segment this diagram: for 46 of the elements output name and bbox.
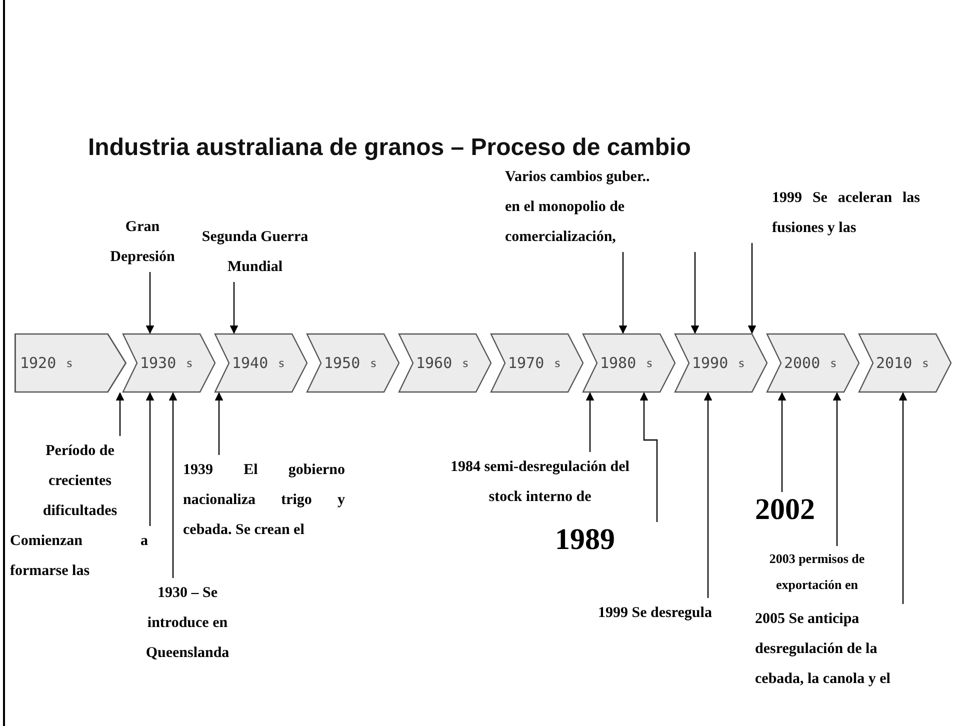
timeline-segment [674,333,768,393]
decade-suffix: s [278,356,285,370]
arrow [146,392,154,526]
timeline-segment [858,333,952,393]
timeline-segment [490,333,584,393]
decade-suffix: s [922,356,929,370]
arrow [230,282,238,334]
arrow [168,392,178,578]
timeline-segment [582,333,676,393]
decade-suffix: s [830,356,837,370]
decade-suffix: s [462,356,469,370]
arrow [832,392,842,546]
decade-suffix: s [370,356,377,370]
arrow [704,392,712,598]
decade-suffix: s [186,356,193,370]
decade-label: 2000 [784,354,820,372]
decade-label: 1920 [20,354,56,372]
arrow [690,252,700,334]
arrow [640,392,658,522]
decade-suffix: s [66,356,73,370]
timeline-segment [306,333,400,393]
arrow [748,243,756,334]
arrow [618,252,628,334]
decade-label: 2010 [876,354,912,372]
slide-title: Industria australiana de granos – Proceso de cambio [88,134,691,162]
timeline-segment [398,333,492,393]
arrow [898,392,908,604]
timeline-segment [214,333,308,393]
arrow [146,272,154,334]
decade-label: 1960 [416,354,452,372]
decade-label: 1980 [600,354,636,372]
decade-label: 1950 [324,354,360,372]
decade-suffix: s [554,356,561,370]
timeline-segment [14,333,127,393]
arrow [778,392,786,492]
arrow [214,392,224,455]
decade-suffix: s [738,356,745,370]
timeline-segment [122,333,216,393]
decade-label: 1940 [232,354,268,372]
decade-label: 1970 [508,354,544,372]
arrow [116,392,124,436]
decade-label: 1930 [140,354,176,372]
decade-suffix: s [646,356,653,370]
decade-label: 1990 [692,354,728,372]
timeline-segment [766,333,860,393]
arrow [586,392,594,452]
